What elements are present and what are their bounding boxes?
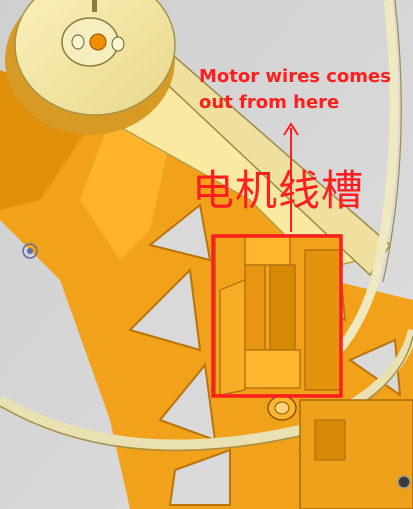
annotation-highlight-box	[211, 234, 343, 398]
ring-lower	[0, 328, 413, 450]
lower-block-slot	[314, 419, 346, 461]
annotation-line-1: Motor wires comes	[199, 66, 391, 87]
annotation-text-chinese: 电机线槽	[192, 166, 365, 215]
ring-right-edge	[382, 0, 402, 283]
view-target-dot	[27, 248, 33, 254]
annotation-arrow-head	[283, 122, 299, 136]
frame-face	[80, 120, 170, 260]
truss-cutouts	[128, 203, 402, 506]
annotation-text-english: Motor wires comes out from here	[199, 64, 409, 116]
view-target-icon	[22, 243, 38, 259]
lower-boss-hole	[274, 401, 290, 415]
annotation-line-2: out from here	[199, 92, 340, 113]
ring-right	[326, 0, 399, 364]
hub-axle	[89, 33, 107, 51]
motor-mount	[214, 234, 341, 396]
screw-head	[397, 475, 411, 489]
hub-slot	[92, 0, 97, 12]
ring-lower-edge	[0, 335, 413, 452]
hub-hole-right	[111, 36, 125, 52]
hub-hole-left	[71, 34, 85, 50]
